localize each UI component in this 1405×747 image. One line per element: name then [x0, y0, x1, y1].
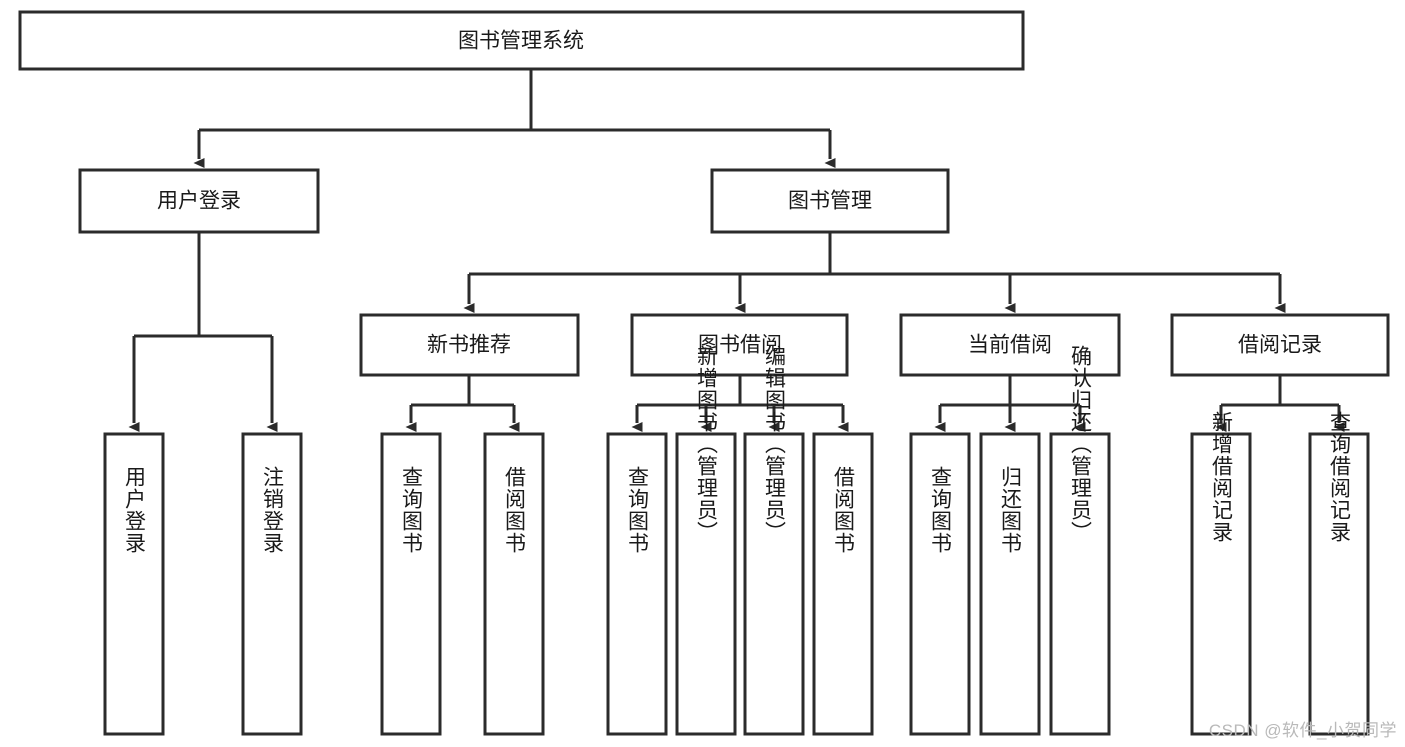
node-leaf-query-book-3[interactable]: 查询图书 [909, 432, 971, 736]
node-leaf-query-record-label: 查询借阅记录 [1328, 411, 1352, 543]
node-book-management-box[interactable] [710, 168, 950, 234]
node-leaf-edit-book[interactable]: 编辑图书（管理员） [743, 345, 805, 736]
node-borrow-record[interactable]: 借阅记录 [1170, 313, 1390, 377]
node-leaf-query-book-1-box[interactable] [380, 432, 442, 736]
node-leaf-return-book[interactable]: 归还图书 [979, 432, 1041, 736]
node-leaf-borrow-book-1-label: 借阅图书 [503, 466, 527, 554]
node-leaf-user-login-label: 用户登录 [123, 466, 147, 554]
node-root-label: 图书管理系统 [458, 30, 584, 53]
node-new-book-recommend-label: 新书推荐 [427, 334, 511, 357]
node-leaf-add-record-box[interactable] [1190, 432, 1252, 736]
node-leaf-query-book-1-label: 查询图书 [400, 466, 424, 554]
node-leaf-query-book-3-label: 查询图书 [929, 466, 953, 554]
node-new-book-recommend-box[interactable] [359, 313, 580, 377]
node-current-borrow-label: 当前借阅 [968, 334, 1052, 357]
node-book-borrow-box[interactable] [630, 313, 849, 377]
node-leaf-edit-book-box[interactable] [743, 432, 805, 736]
node-leaf-borrow-book-2[interactable]: 借阅图书 [812, 432, 874, 736]
node-leaf-borrow-book-1-box[interactable] [483, 432, 545, 736]
node-root[interactable]: 图书管理系统 [18, 10, 1025, 71]
node-book-management[interactable]: 图书管理 [710, 168, 950, 234]
node-leaf-query-book-2[interactable]: 查询图书 [606, 432, 668, 736]
node-leaf-query-book-3-box[interactable] [909, 432, 971, 736]
node-leaf-edit-book-label: 编辑图书（管理员） [763, 345, 787, 543]
csdn-watermark: CSDN @软件_小贺同学 [1208, 721, 1397, 740]
node-borrow-record-box[interactable] [1170, 313, 1390, 377]
node-leaf-query-record[interactable]: 查询借阅记录 [1308, 411, 1370, 736]
node-user-login-box[interactable] [78, 168, 320, 234]
connector-layer [128, 69, 1345, 432]
node-current-borrow-box[interactable] [899, 313, 1121, 377]
node-leaf-query-book-2-label: 查询图书 [626, 466, 650, 554]
node-leaf-user-logout[interactable]: 注销登录 [241, 432, 303, 736]
node-leaf-confirm-return-box[interactable] [1049, 432, 1111, 736]
node-user-login[interactable]: 用户登录 [78, 168, 320, 234]
node-leaf-borrow-book-2-label: 借阅图书 [832, 466, 856, 554]
node-leaf-query-book-2-box[interactable] [606, 432, 668, 736]
node-leaf-add-book[interactable]: 新增图书（管理员） [675, 345, 737, 736]
node-leaf-add-book-label: 新增图书（管理员） [695, 345, 719, 543]
node-leaf-confirm-return-label: 确认归还（管理员） [1069, 345, 1093, 543]
node-leaf-user-logout-label: 注销登录 [261, 466, 285, 554]
node-leaf-query-record-box[interactable] [1308, 432, 1370, 736]
node-leaf-add-record[interactable]: 新增借阅记录 [1190, 411, 1252, 736]
node-book-borrow[interactable]: 图书借阅 [630, 313, 849, 377]
node-leaf-borrow-book-2-box[interactable] [812, 432, 874, 736]
node-book-borrow-label: 图书借阅 [698, 334, 782, 357]
node-user-login-label: 用户登录 [157, 190, 241, 213]
node-current-borrow[interactable]: 当前借阅 [899, 313, 1121, 377]
node-root-box[interactable] [18, 10, 1025, 71]
node-leaf-confirm-return[interactable]: 确认归还（管理员） [1049, 345, 1111, 736]
node-leaf-query-book-1[interactable]: 查询图书 [380, 432, 442, 736]
node-borrow-record-label: 借阅记录 [1238, 334, 1322, 357]
node-leaf-user-login-box[interactable] [103, 432, 165, 736]
node-leaf-user-logout-box[interactable] [241, 432, 303, 736]
node-leaf-return-book-box[interactable] [979, 432, 1041, 736]
node-leaf-add-book-box[interactable] [675, 432, 737, 736]
node-leaf-borrow-book-1[interactable]: 借阅图书 [483, 432, 545, 736]
node-book-management-label: 图书管理 [788, 190, 872, 213]
node-leaf-add-record-label: 新增借阅记录 [1210, 411, 1234, 543]
node-leaf-return-book-label: 归还图书 [999, 466, 1023, 554]
node-new-book-recommend[interactable]: 新书推荐 [359, 313, 580, 377]
node-leaf-user-login[interactable]: 用户登录 [103, 432, 165, 736]
